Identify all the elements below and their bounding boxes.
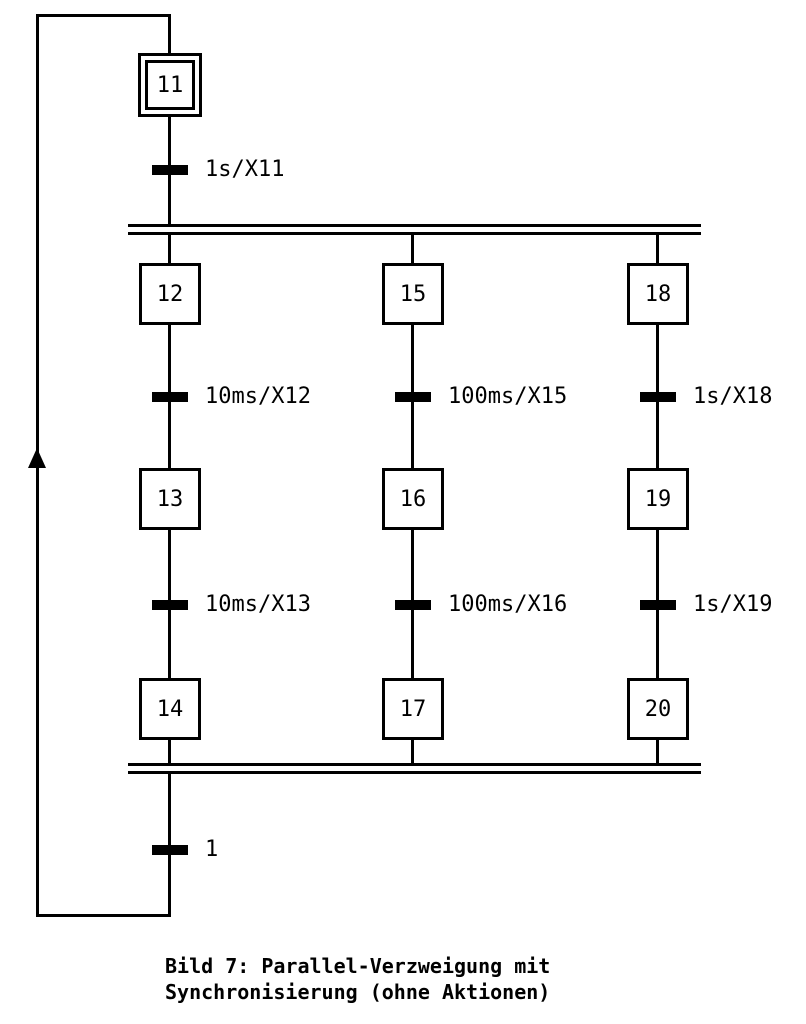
step-12-label: 12 (156, 281, 184, 307)
flow-arrow-up-icon (28, 448, 46, 468)
parallel-join-line-upper (128, 763, 701, 766)
transition-label-x16: 100ms/X16 (448, 592, 568, 617)
branch1-connector-a (168, 232, 171, 263)
step-17: 17 (382, 678, 444, 740)
step-16-label: 16 (399, 486, 427, 512)
connector-join-to-bottom (168, 771, 171, 917)
parallel-split-line-upper (128, 224, 701, 227)
connector-top-to-step11 (168, 14, 171, 53)
transition-bar-x16 (395, 600, 431, 610)
transition-label-x19: 1s/X19 (693, 592, 773, 617)
step-13: 13 (139, 468, 201, 530)
transition-bar-x15 (395, 392, 431, 402)
step-14-label: 14 (156, 696, 184, 722)
transition-bar-x11 (152, 165, 188, 175)
transition-bar-x12 (152, 392, 188, 402)
branch3-connector-d (656, 740, 659, 763)
transition-bar-x19 (640, 600, 676, 610)
step-11-label: 11 (145, 60, 195, 110)
step-12: 12 (139, 263, 201, 325)
step-18: 18 (627, 263, 689, 325)
step-16: 16 (382, 468, 444, 530)
branch3-connector-a (656, 232, 659, 263)
parallel-split-line-lower (128, 232, 701, 235)
transition-label-1: 1 (205, 837, 219, 862)
transition-bar-1 (152, 845, 188, 855)
transition-label-x11: 1s/X11 (205, 157, 285, 182)
step-19: 19 (627, 468, 689, 530)
branch2-connector-a (411, 232, 414, 263)
transition-label-x13: 10ms/X13 (205, 592, 311, 617)
step-18-label: 18 (644, 281, 672, 307)
branch2-connector-d (411, 740, 414, 763)
step-19-label: 19 (644, 486, 672, 512)
figure-caption: Bild 7: Parallel-Verzweigung mit Synchro… (165, 953, 550, 1005)
step-13-label: 13 (156, 486, 184, 512)
step-20-label: 20 (644, 696, 672, 722)
step-15-label: 15 (399, 281, 427, 307)
branch1-connector-d (168, 740, 171, 763)
transition-label-x12: 10ms/X12 (205, 384, 311, 409)
transition-bar-x13 (152, 600, 188, 610)
step-14: 14 (139, 678, 201, 740)
step-17-label: 17 (399, 696, 427, 722)
step-11-initial: 11 (138, 53, 202, 117)
parallel-join-line-lower (128, 771, 701, 774)
step-20: 20 (627, 678, 689, 740)
feedback-line-bottom (36, 914, 171, 917)
caption-line-2: Synchronisierung (ohne Aktionen) (165, 980, 551, 1004)
transition-label-x15: 100ms/X15 (448, 384, 568, 409)
step-15: 15 (382, 263, 444, 325)
feedback-line-top (36, 14, 171, 17)
transition-bar-x18 (640, 392, 676, 402)
transition-label-x18: 1s/X18 (693, 384, 773, 409)
caption-line-1: Bild 7: Parallel-Verzweigung mit (165, 954, 551, 978)
